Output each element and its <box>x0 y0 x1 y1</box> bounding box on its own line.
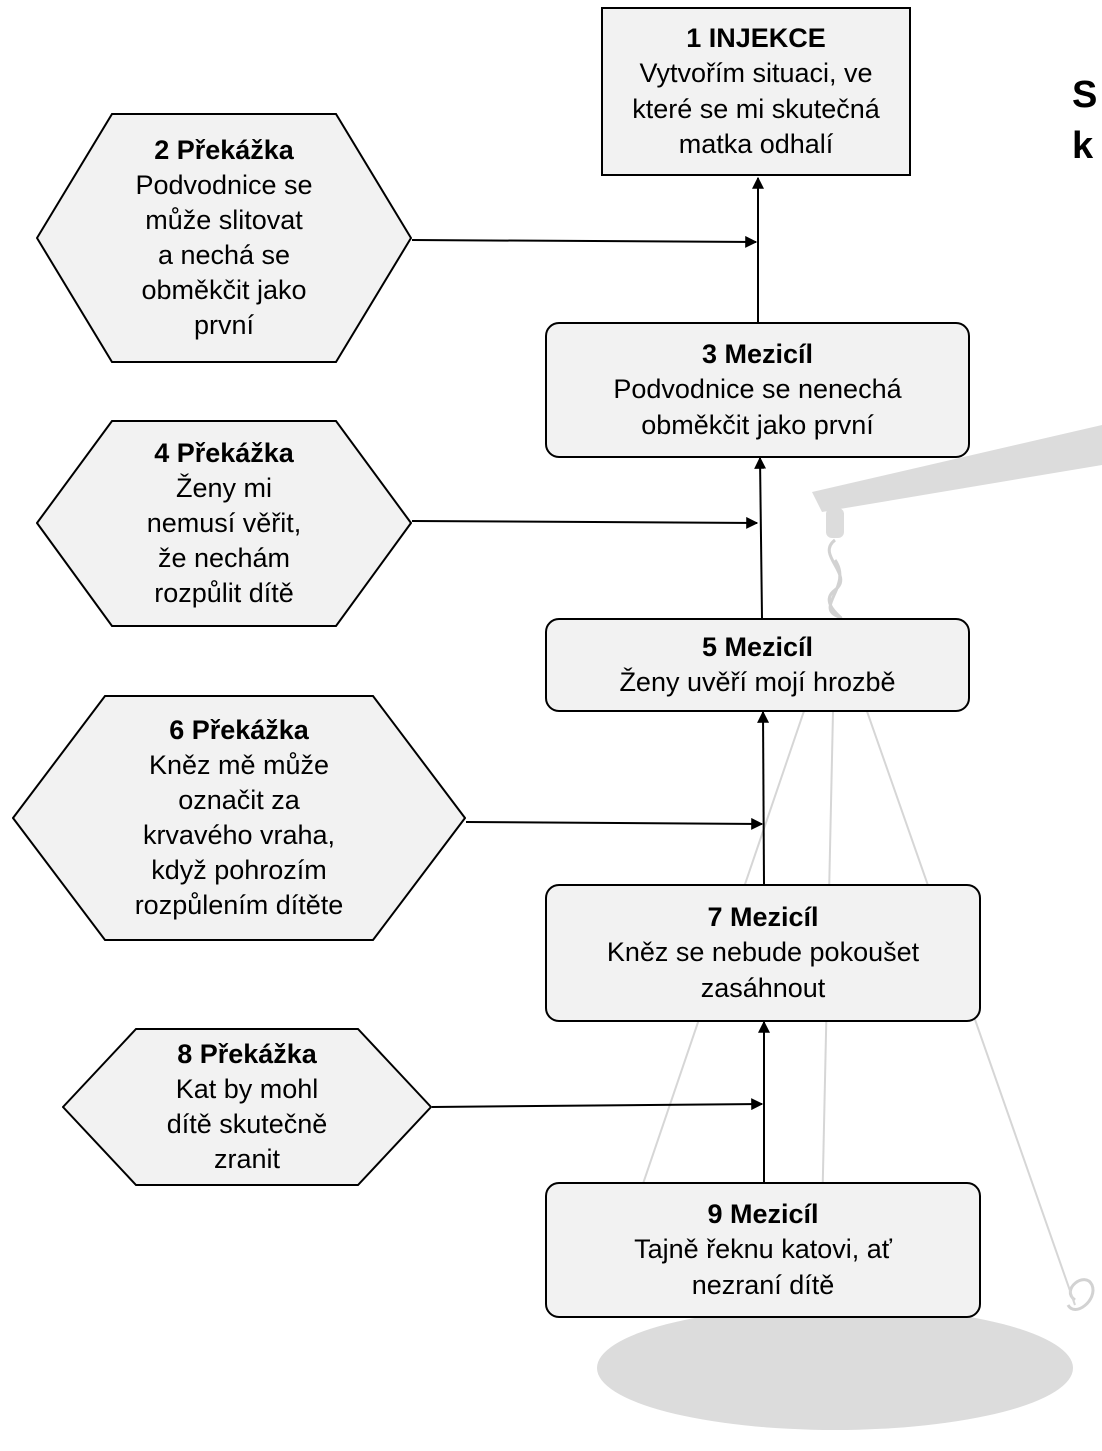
goal-box: 1 INJEKCE Vytvořím situaci, ve které se … <box>601 7 911 176</box>
milestone-title: 7 Mezicíl <box>707 902 819 933</box>
hexagon-shape <box>62 1028 432 1186</box>
obstacle-line: že nechám <box>157 543 291 574</box>
obstacle-2-hexagon: 2 Překážka Podvodnice se může slitovat a… <box>36 113 412 363</box>
obstacle-line: Kat by mohl <box>175 1073 319 1104</box>
side-title: S k <box>1072 74 1098 168</box>
milestone-line: zasáhnout <box>700 972 826 1003</box>
obstacle-line: rozpůlením dítěte <box>134 890 344 921</box>
milestone-3-box: 3 Mezicíl Podvodnice se nenechá obměkčit… <box>545 322 970 458</box>
milestone-line: obměkčit jako první <box>641 409 874 440</box>
obstacle-8-hexagon: 8 Překážka Kat by mohl dítě skutečně zra… <box>62 1028 432 1186</box>
obstacle-line: nemusí věřit, <box>146 507 302 538</box>
obstacle-line: obměkčit jako <box>141 275 307 306</box>
milestone-line: Ženy uvěří mojí hrozbě <box>619 667 896 697</box>
obstacle-line: Kněz mě může <box>148 749 330 780</box>
milestone-title: 9 Mezicíl <box>707 1199 819 1230</box>
milestone-line: Podvodnice se nenechá <box>613 374 902 405</box>
goal-line: matka odhalí <box>678 128 834 159</box>
obstacle-line: Podvodnice se <box>135 169 313 200</box>
obstacle-line: když pohrozím <box>151 855 327 886</box>
milestone-title: 3 Mezicíl <box>701 339 814 370</box>
obstacle-line: dítě skutečně <box>166 1109 328 1139</box>
milestone-line: Tajně řeknu katovi, ať <box>634 1234 892 1265</box>
milestone-title: 5 Mezicíl <box>701 631 814 662</box>
milestone-line: nezraní dítě <box>691 1269 835 1300</box>
milestone-9-box: 9 Mezicíl Tajně řeknu katovi, ať nezraní… <box>545 1182 981 1318</box>
milestone-5-box: 5 Mezicíl Ženy uvěří mojí hrozbě <box>545 618 970 712</box>
obstacle-line: a nechá se <box>157 240 291 270</box>
milestone-7-box: 7 Mezicíl Kněz se nebude pokoušet zasáhn… <box>545 884 981 1022</box>
goal-line: Vytvořím situaci, ve <box>639 58 873 89</box>
obstacle-line: první <box>193 310 255 341</box>
goal-title: 1 INJEKCE <box>686 23 826 54</box>
obstacle-line: označit za <box>178 784 300 815</box>
obstacle-line: může slitovat <box>145 204 303 235</box>
hexagon-shape <box>36 420 412 627</box>
obstacle-line: krvavého vraha, <box>142 820 336 850</box>
obstacle-4-hexagon: 4 Překážka Ženy mi nemusí věřit, že nech… <box>36 420 412 627</box>
goal-line: které se mi skutečná <box>632 93 880 124</box>
obstacle-title: 6 Překážka <box>169 714 309 745</box>
obstacle-line: Ženy mi <box>175 472 273 503</box>
obstacle-title: 8 Překážka <box>177 1038 317 1069</box>
obstacle-title: 2 Překážka <box>154 134 294 165</box>
obstacle-6-hexagon: 6 Překážka Kněz mě může označit za krvav… <box>12 695 466 941</box>
obstacle-title: 4 Překážka <box>154 437 294 468</box>
milestone-line: Kněz se nebude pokoušet <box>606 937 920 968</box>
hexagon-shape <box>12 695 466 941</box>
obstacle-line: zranit <box>213 1144 281 1175</box>
obstacle-line: rozpůlit dítě <box>154 578 294 609</box>
hexagon-shape <box>36 113 412 363</box>
